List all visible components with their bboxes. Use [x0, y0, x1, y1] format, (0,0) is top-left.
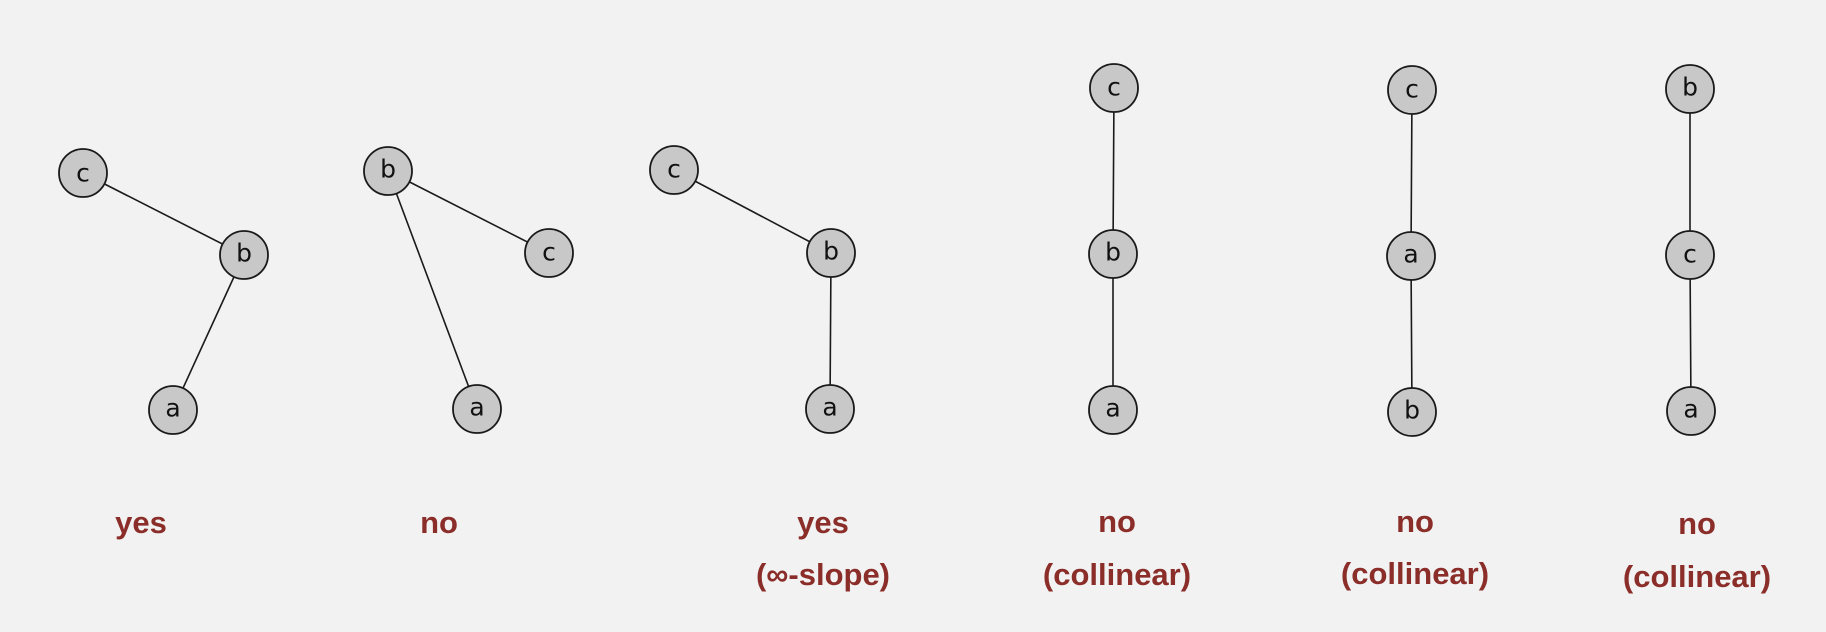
node-b: b — [1088, 229, 1138, 279]
verdict-note: (collinear) — [1623, 559, 1771, 594]
edge-b-a — [829, 252, 832, 410]
node-b: b — [363, 146, 413, 196]
node-b: b — [806, 228, 856, 278]
edge-b-a — [387, 170, 478, 410]
verdict-label: no — [1396, 504, 1434, 539]
edge-c-b — [673, 169, 832, 254]
node-label: c — [1683, 240, 1697, 269]
node-label: c — [542, 238, 556, 267]
diagram-2: b c a no — [363, 146, 574, 540]
node-b: b — [1387, 387, 1437, 437]
node-c: c — [649, 145, 699, 195]
edge-b-a — [172, 254, 245, 411]
diagram-6: b c a no (collinear) — [1623, 64, 1771, 594]
node-a: a — [148, 385, 198, 435]
node-label: b — [236, 239, 252, 268]
verdict-label: yes — [797, 505, 849, 540]
node-b: b — [219, 230, 269, 280]
node-c: c — [524, 228, 574, 278]
verdict-note: (collinear) — [1341, 556, 1489, 591]
node-a: a — [805, 384, 855, 434]
edge-c-a — [1689, 254, 1692, 412]
node-label: b — [1105, 238, 1121, 267]
node-label: a — [469, 393, 484, 422]
node-a: a — [1666, 386, 1716, 436]
node-label: b — [380, 155, 396, 184]
node-c: c — [1665, 230, 1715, 280]
edge-b-c — [387, 170, 550, 254]
node-label: c — [76, 159, 90, 188]
node-label: b — [823, 237, 839, 266]
verdict-label: no — [1678, 506, 1716, 541]
node-a: a — [1088, 385, 1138, 435]
diagram-1: c b a yes — [58, 148, 269, 540]
node-label: a — [1683, 395, 1698, 424]
edge-a-b — [1410, 255, 1413, 413]
diagram-3: c b a yes (∞-slope) — [649, 145, 890, 592]
diagram-5: c a b no (collinear) — [1341, 65, 1489, 591]
diagram-4: c b a no (collinear) — [1043, 63, 1191, 592]
edge-c-a — [1410, 89, 1413, 257]
node-label: c — [667, 155, 681, 184]
verdict-label: yes — [115, 505, 167, 540]
node-label: c — [1107, 73, 1121, 102]
verdict-label: no — [420, 505, 458, 540]
node-a: a — [1386, 231, 1436, 281]
node-c: c — [1387, 65, 1437, 115]
node-b: b — [1665, 64, 1715, 114]
node-label: c — [1405, 75, 1419, 104]
node-label: b — [1404, 396, 1420, 425]
node-label: a — [822, 393, 837, 422]
node-label: a — [1403, 240, 1418, 269]
verdict-note: (collinear) — [1043, 557, 1191, 592]
edge-c-b — [82, 172, 245, 256]
node-c: c — [58, 148, 108, 198]
node-label: b — [1682, 73, 1698, 102]
node-a: a — [452, 384, 502, 434]
verdict-label: no — [1098, 504, 1136, 539]
node-c: c — [1089, 63, 1139, 113]
node-label: a — [165, 394, 180, 423]
edge-c-b — [1112, 87, 1115, 255]
verdict-note: (∞-slope) — [756, 557, 890, 592]
node-label: a — [1105, 394, 1120, 423]
